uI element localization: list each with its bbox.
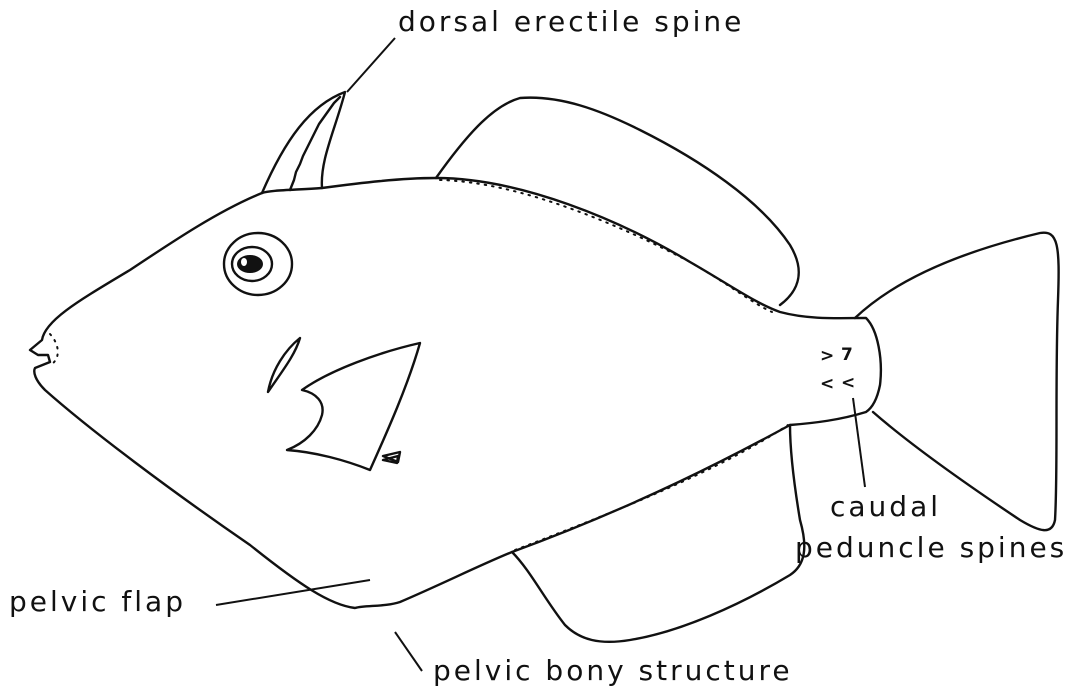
label-caudal-line1: caudal <box>830 490 941 523</box>
eye-highlight <box>241 258 247 266</box>
leader-pelvic-bony <box>395 632 422 671</box>
dorsal-spine <box>262 92 345 193</box>
caudal-spine-mark: > <box>820 346 834 366</box>
caudal-spine-mark: 7 <box>841 345 853 365</box>
label-caudal-line2: peduncle spines <box>795 531 1067 564</box>
dorsal-fin-base <box>440 180 772 312</box>
soft-dorsal-fin <box>436 98 799 305</box>
label-dorsal-spine: dorsal erectile spine <box>398 5 744 38</box>
leader-caudal-spines <box>853 398 865 487</box>
eye-pupil <box>237 255 263 273</box>
mouth-detail <box>50 334 58 364</box>
gill-slit <box>268 338 300 392</box>
leader-pelvic-flap <box>216 580 370 605</box>
leader-dorsal-spine <box>347 38 395 92</box>
anal-fin-base <box>515 425 788 550</box>
caudal-spine-mark: < <box>820 374 834 394</box>
fish-body <box>30 178 881 608</box>
caudal-fin <box>855 233 1059 531</box>
label-pelvic-flap: pelvic flap <box>9 585 186 618</box>
label-pelvic-bony: pelvic bony structure <box>433 654 793 687</box>
anal-fin <box>512 425 804 642</box>
caudal-spine-mark: < <box>841 373 855 393</box>
